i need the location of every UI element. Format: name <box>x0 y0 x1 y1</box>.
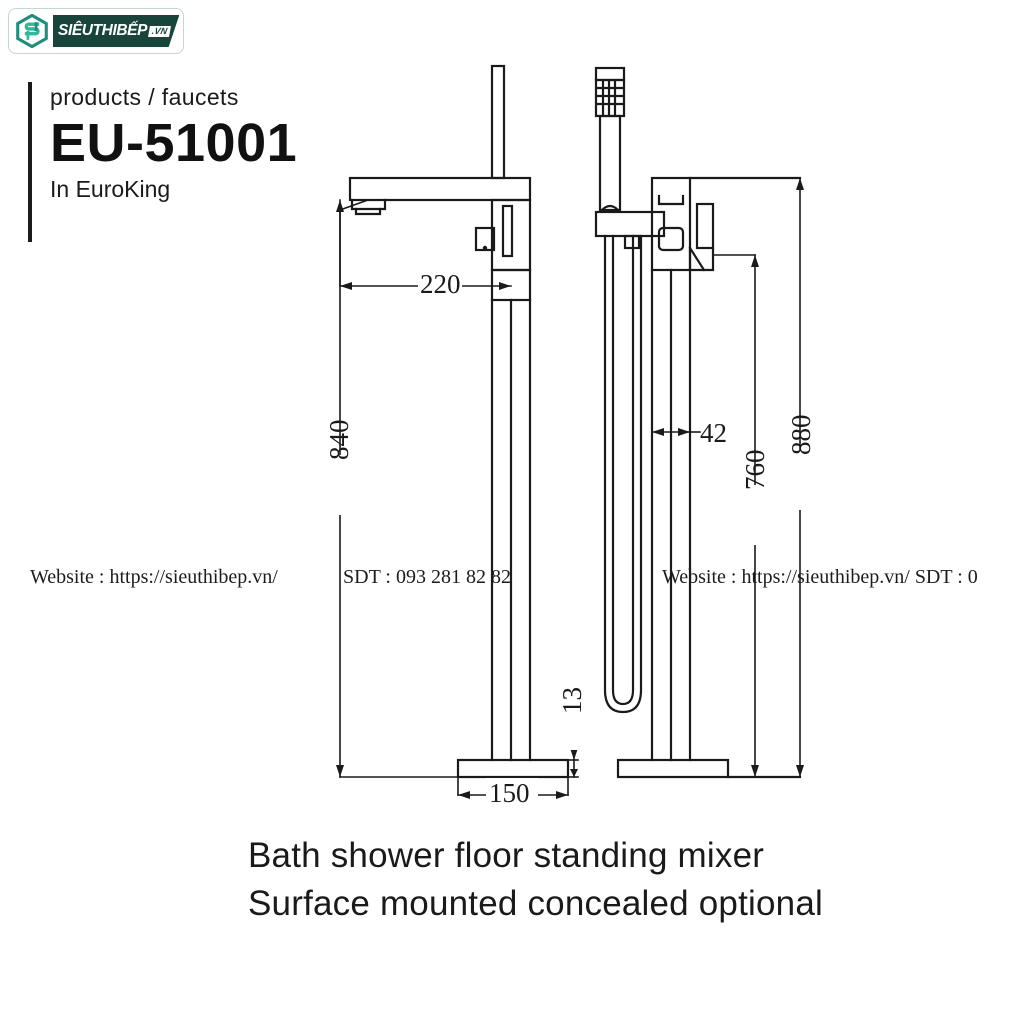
dim-42-label: 42 <box>700 418 727 448</box>
dim-13-arrow-bottom <box>570 769 578 777</box>
shower-hose-inner <box>611 234 635 706</box>
product-title-block: products / faucets EU-51001 In EuroKing <box>28 82 297 242</box>
dim-150-arrow-right <box>556 791 568 799</box>
dim-880-arrow-bottom <box>796 765 804 777</box>
caption-line-1: Bath shower floor standing mixer <box>248 836 765 875</box>
handshower-cradle-stem <box>623 234 641 250</box>
dim-13-label-mask <box>560 710 590 750</box>
dim-220-label-mask <box>418 268 462 302</box>
dim-880-label-mask <box>786 450 818 510</box>
dim-840-arrow-top <box>336 200 344 212</box>
dim-220-arrow-right <box>499 282 511 290</box>
side-body-lower <box>490 268 532 302</box>
hexagon-s-logo-icon <box>16 14 48 48</box>
handshower-top-cap <box>594 66 626 82</box>
front-valve-diagonal <box>688 246 706 272</box>
watermark-website-right: Website : https://sieuthibep.vn/ SDT : 0 <box>662 566 978 588</box>
dim-880-label: 880 <box>786 415 816 456</box>
dim-760-arrow-top <box>751 255 759 267</box>
side-spout-arm <box>348 176 532 202</box>
front-base-plate <box>616 758 730 779</box>
side-base-plate <box>456 758 570 779</box>
side-body-upper <box>490 198 532 272</box>
side-spout-outlet-lip <box>354 207 382 216</box>
front-body-slot <box>657 194 685 206</box>
handshower-handle <box>598 114 622 212</box>
dimension-lines <box>336 177 804 799</box>
dim-150-label: 150 <box>489 778 530 808</box>
dim-42-arrow-left <box>652 428 664 436</box>
handshower-handle-base-curve <box>600 204 620 212</box>
dim-42-arrow-right <box>678 428 690 436</box>
logo-wordmark: SIÊUTHIBẾP <box>58 22 148 39</box>
dim-220-label: 220 <box>420 269 461 299</box>
dim-760-label: 760 <box>740 450 770 491</box>
dim-840-label: 840 <box>324 420 354 461</box>
dim-760-arrow-bottom <box>751 765 759 777</box>
watermark-phone-middle: SDT : 093 281 82 82 <box>343 566 511 588</box>
dim-760-label-mask <box>740 485 772 545</box>
handshower-spray-face <box>594 78 626 118</box>
dim-13-label: 13 <box>557 687 587 714</box>
watermark-website-left: Website : https://sieuthibep.vn/ <box>30 566 278 588</box>
shower-hose-outer <box>603 234 643 714</box>
handshower-cradle <box>594 210 666 238</box>
dim-150-label-mask <box>486 778 538 812</box>
front-valve-lever <box>695 202 715 250</box>
caption-line-2: Surface mounted concealed optional <box>248 884 823 923</box>
dim-13-arrow-top <box>570 748 578 760</box>
front-valve-base <box>688 246 715 272</box>
view-front-elevation <box>594 66 802 779</box>
view-side-elevation <box>348 64 570 779</box>
side-riser-tube <box>490 64 506 180</box>
dim-840-arrow-bottom <box>336 765 344 777</box>
dim-880-arrow-top <box>796 178 804 190</box>
product-brand: In EuroKing <box>50 176 171 202</box>
site-logo: SIÊUTHIBẾP .VN <box>8 8 184 54</box>
side-mixer-lever <box>501 204 514 258</box>
logo-tld-badge: .VN <box>148 25 172 37</box>
logo-banner: SIÊUTHIBẾP .VN <box>53 15 179 47</box>
side-diverter-knob <box>474 226 496 252</box>
dim-220-arrow-left <box>340 282 352 290</box>
front-body-block <box>650 176 692 272</box>
product-code: EU-51001 <box>50 113 298 173</box>
side-spout-outlet <box>350 198 387 211</box>
dim-220-leader <box>338 198 370 212</box>
side-diverter-pin <box>482 245 488 251</box>
dim-840-label-mask <box>324 455 358 515</box>
dim-150-arrow-left <box>458 791 470 799</box>
product-category: products / faucets <box>50 84 239 110</box>
product-caption: Bath shower floor standing mixer Surface… <box>248 832 988 928</box>
front-body-button <box>657 226 685 252</box>
